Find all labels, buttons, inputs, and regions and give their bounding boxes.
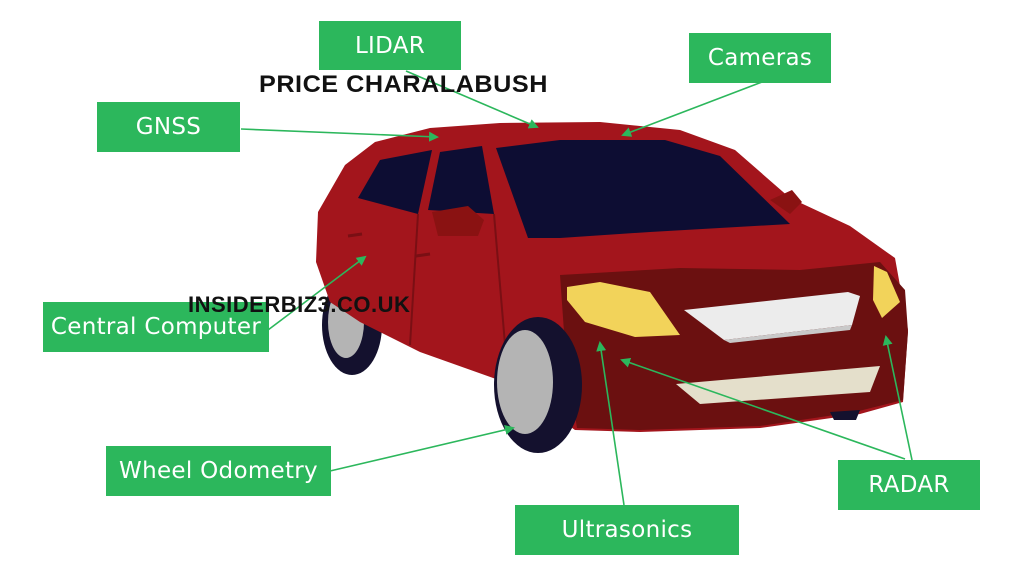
radar-label: RADAR	[838, 460, 980, 510]
right-mirror	[770, 190, 802, 214]
connector-ultrasonics-b	[620, 357, 906, 460]
left-mirror	[432, 206, 484, 236]
connector-cameras	[621, 81, 763, 137]
watermark-text: INSIDERBIZ3.CO.UK	[188, 292, 411, 317]
gnss-label: GNSS	[97, 102, 240, 152]
front-rim	[497, 330, 553, 434]
ultrasonics-label: Ultrasonics	[515, 505, 739, 555]
grille	[684, 292, 860, 340]
lower-intake	[676, 366, 880, 404]
overlay-title: PRICE CHARALABUSH	[259, 71, 548, 98]
front-side-window	[428, 146, 494, 214]
right-headlight	[873, 266, 900, 318]
connector-wheel-odometry	[329, 424, 515, 472]
central-computer-label: Central Computer	[43, 302, 269, 352]
lidar-label: LIDAR	[319, 21, 461, 70]
rear-side-window	[358, 150, 432, 214]
door-handle	[347, 232, 431, 258]
connector-radar	[882, 335, 913, 461]
connector-lidar	[405, 70, 539, 129]
wheel-odometry-label: Wheel Odometry	[106, 446, 331, 496]
connector-central-computer	[267, 255, 367, 331]
left-headlight	[567, 282, 680, 337]
connector-lines	[240, 70, 913, 506]
connector-gnss	[240, 128, 439, 142]
right-tire	[830, 410, 860, 420]
connector-ultrasonics-a	[596, 341, 625, 506]
cameras-label: Cameras	[689, 33, 831, 83]
car-illustration	[316, 122, 908, 453]
grille-shadow	[724, 325, 852, 343]
windshield	[496, 140, 790, 238]
